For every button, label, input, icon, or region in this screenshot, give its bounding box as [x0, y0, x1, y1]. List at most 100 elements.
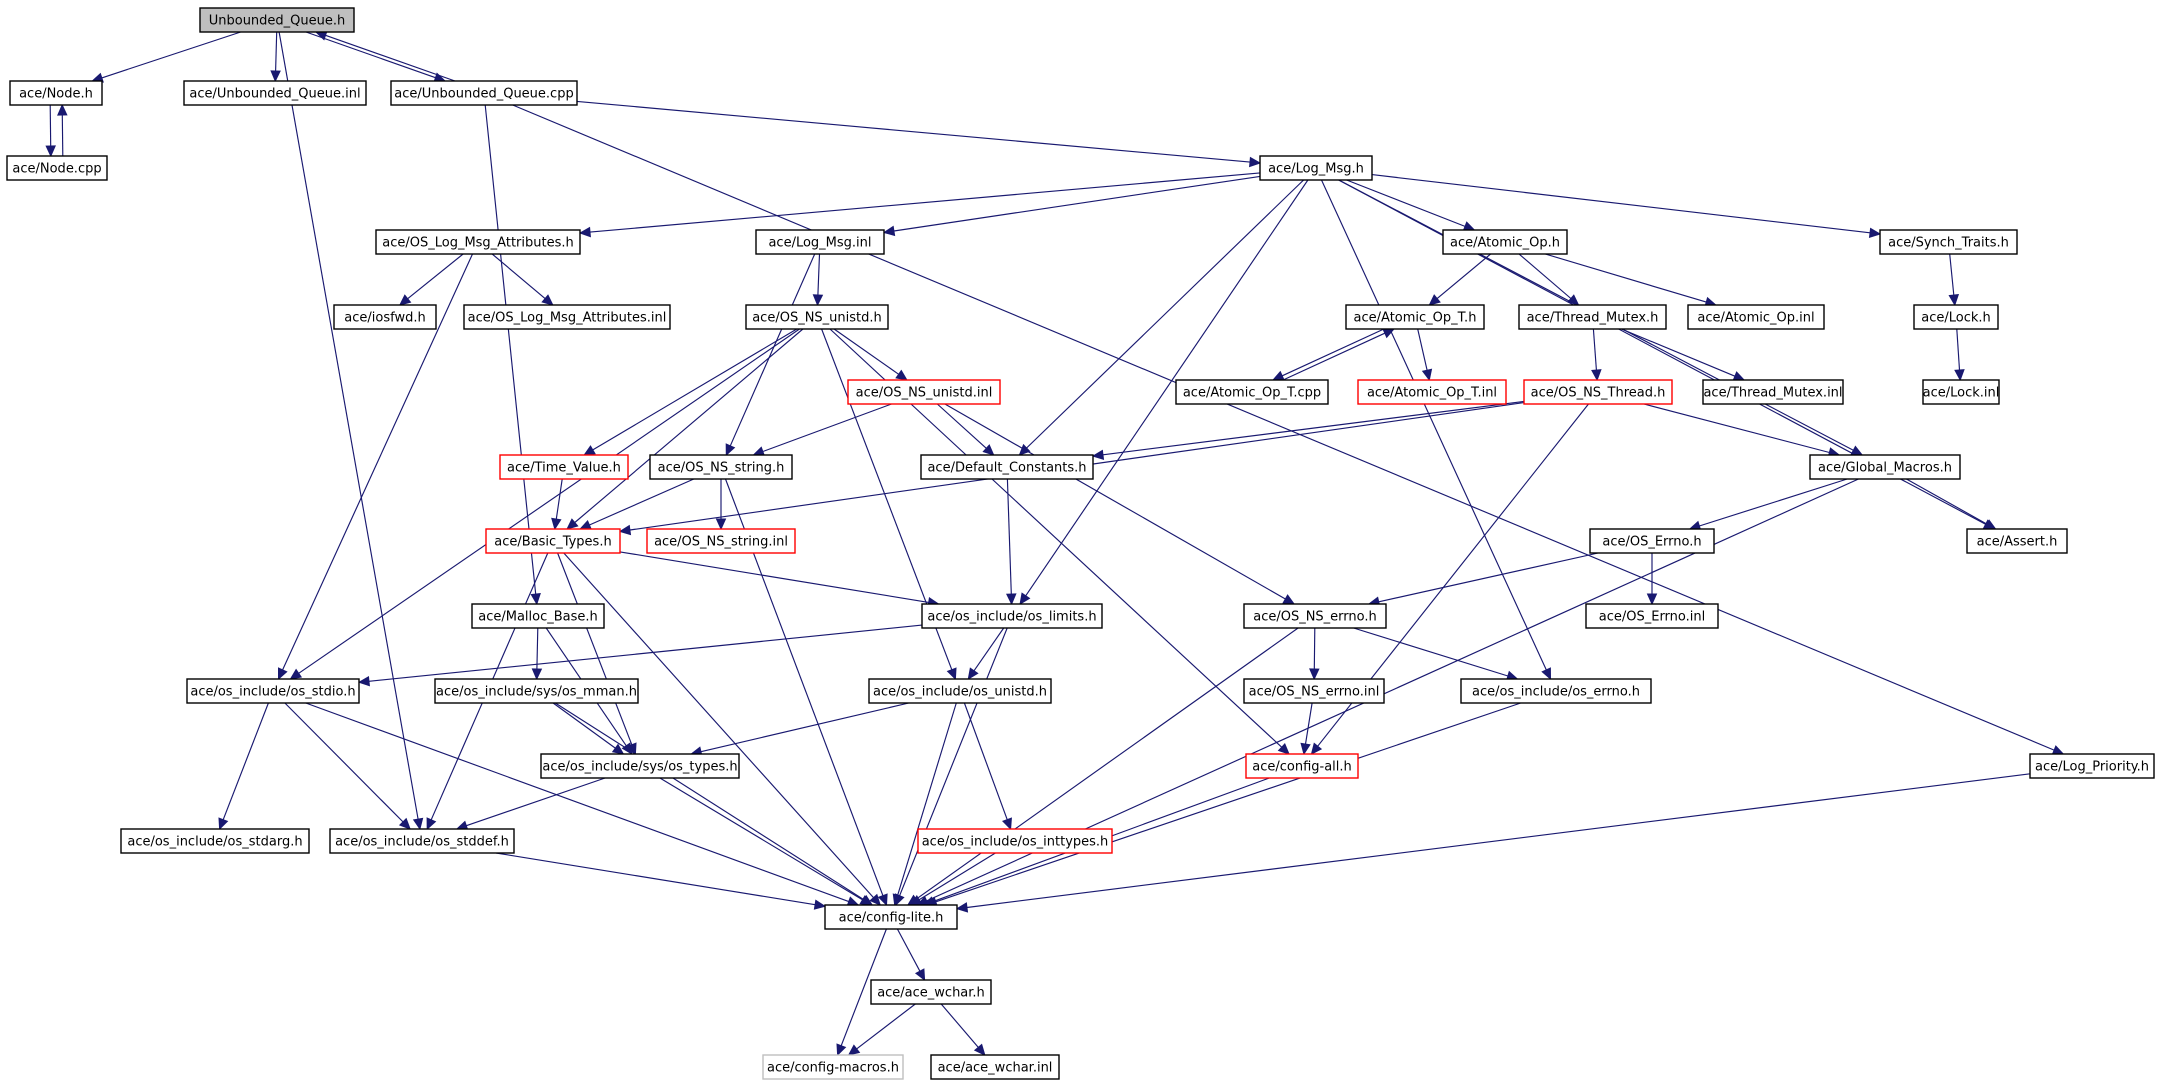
node-box[interactable]	[755, 229, 885, 255]
node-atomic-op-t-inl[interactable]: ace/Atomic_Op_T.inl	[1357, 379, 1507, 405]
node-box[interactable]	[1589, 528, 1715, 554]
node-os-errno-h[interactable]: ace/OS_Errno.h	[1589, 528, 1715, 554]
node-os-ns-errno-h[interactable]: ace/OS_NS_errno.h	[1243, 603, 1387, 629]
node-time-value-h[interactable]: ace/Time_Value.h	[499, 454, 629, 480]
node-box[interactable]	[183, 80, 367, 106]
node-box[interactable]	[1357, 379, 1507, 405]
node-default-constants-h[interactable]: ace/Default_Constants.h	[920, 454, 1094, 480]
node-box[interactable]	[1966, 528, 2068, 554]
node-os-ns-errno-inl[interactable]: ace/OS_NS_errno.inl	[1243, 678, 1385, 704]
node-iosfwd-h[interactable]: ace/iosfwd.h	[333, 304, 437, 330]
node-os-stdarg-h[interactable]: ace/os_include/os_stdarg.h	[120, 828, 310, 854]
node-box[interactable]	[917, 828, 1113, 854]
node-os-ns-thread-h[interactable]: ace/OS_NS_Thread.h	[1523, 379, 1673, 405]
node-box[interactable]	[868, 678, 1052, 704]
node-node-cpp[interactable]: ace/Node.cpp	[6, 155, 108, 181]
node-atomic-op-t-cpp[interactable]: ace/Atomic_Op_T.cpp	[1175, 379, 1329, 405]
node-box[interactable]	[762, 1054, 904, 1080]
node-atomic-op-h[interactable]: ace/Atomic_Op.h	[1442, 229, 1568, 255]
node-lock-h[interactable]: ace/Lock.h	[1913, 304, 1999, 330]
node-box[interactable]	[870, 979, 992, 1005]
node-box[interactable]	[1523, 379, 1673, 405]
node-os-ns-unistd-h[interactable]: ace/OS_NS_unistd.h	[745, 304, 889, 330]
node-box[interactable]	[847, 379, 1001, 405]
node-os-stdio-h[interactable]: ace/os_include/os_stdio.h	[186, 678, 360, 704]
node-box[interactable]	[6, 155, 108, 181]
node-ace-wchar-inl[interactable]: ace/ace_wchar.inl	[930, 1054, 1060, 1080]
node-box[interactable]	[375, 229, 581, 255]
node-synch-traits-h[interactable]: ace/Synch_Traits.h	[1879, 229, 2018, 255]
node-box[interactable]	[920, 454, 1094, 480]
node-os-errno-inl[interactable]: ace/OS_Errno.inl	[1585, 603, 1719, 629]
node-global-macros-h[interactable]: ace/Global_Macros.h	[1809, 454, 1961, 480]
node-thread-mutex-h[interactable]: ace/Thread_Mutex.h	[1518, 304, 1667, 330]
node-box[interactable]	[434, 678, 639, 704]
node-box[interactable]	[930, 1054, 1060, 1080]
node-box[interactable]	[824, 904, 958, 930]
node-box[interactable]	[463, 304, 671, 330]
node-ace-wchar-h[interactable]: ace/ace_wchar.h	[870, 979, 992, 1005]
node-box[interactable]	[499, 454, 629, 480]
node-box[interactable]	[1460, 678, 1652, 704]
node-os-unistd-inc-h[interactable]: ace/os_include/os_unistd.h	[868, 678, 1052, 704]
node-os-lma-h[interactable]: ace/OS_Log_Msg_Attributes.h	[375, 229, 581, 255]
node-log-msg-inl[interactable]: ace/Log_Msg.inl	[755, 229, 885, 255]
node-box[interactable]	[1922, 379, 2000, 405]
node-box[interactable]	[1245, 753, 1359, 779]
node-box[interactable]	[745, 304, 889, 330]
node-box[interactable]	[1442, 229, 1568, 255]
node-assert-h[interactable]: ace/Assert.h	[1966, 528, 2068, 554]
node-node-h[interactable]: ace/Node.h	[9, 80, 103, 106]
node-atomic-op-t-h[interactable]: ace/Atomic_Op_T.h	[1345, 304, 1485, 330]
node-box[interactable]	[329, 828, 515, 854]
node-atomic-op-inl[interactable]: ace/Atomic_Op.inl	[1687, 304, 1825, 330]
node-os-inttypes-h[interactable]: ace/os_include/os_inttypes.h	[917, 828, 1113, 854]
node-malloc-base-h[interactable]: ace/Malloc_Base.h	[471, 603, 605, 629]
node-box[interactable]	[1259, 155, 1373, 181]
node-box[interactable]	[1687, 304, 1825, 330]
node-box[interactable]	[1243, 678, 1385, 704]
node-box[interactable]	[390, 80, 578, 106]
node-box[interactable]	[921, 603, 1103, 629]
node-sys-os-mman-h[interactable]: ace/os_include/sys/os_mman.h	[434, 678, 639, 704]
node-log-priority-h[interactable]: ace/Log_Priority.h	[2029, 753, 2155, 779]
node-box[interactable]	[471, 603, 605, 629]
node-os-inc-errno-h[interactable]: ace/os_include/os_errno.h	[1460, 678, 1652, 704]
node-box[interactable]	[1243, 603, 1387, 629]
node-os-ns-string-h[interactable]: ace/OS_NS_string.h	[649, 454, 793, 480]
node-thread-mutex-inl[interactable]: ace/Thread_Mutex.inl	[1702, 379, 1844, 405]
node-box[interactable]	[1809, 454, 1961, 480]
node-config-lite-h[interactable]: ace/config-lite.h	[824, 904, 958, 930]
node-box[interactable]	[485, 528, 621, 554]
node-box[interactable]	[1175, 379, 1329, 405]
node-box[interactable]	[540, 753, 740, 779]
node-sys-os-types-h[interactable]: ace/os_include/sys/os_types.h	[540, 753, 740, 779]
node-os-limits-h[interactable]: ace/os_include/os_limits.h	[921, 603, 1103, 629]
node-config-macros-h[interactable]: ace/config-macros.h	[762, 1054, 904, 1080]
node-os-lma-inl[interactable]: ace/OS_Log_Msg_Attributes.inl	[463, 304, 671, 330]
node-box[interactable]	[120, 828, 310, 854]
node-config-all-h[interactable]: ace/config-all.h	[1245, 753, 1359, 779]
node-uq-h[interactable]: Unbounded_Queue.h	[199, 7, 355, 33]
node-box[interactable]	[1702, 379, 1844, 405]
node-box[interactable]	[646, 528, 796, 554]
node-log-msg-h[interactable]: ace/Log_Msg.h	[1259, 155, 1373, 181]
node-lock-inl[interactable]: ace/Lock.inl	[1922, 379, 2000, 405]
node-box[interactable]	[199, 7, 355, 33]
node-basic-types-h[interactable]: ace/Basic_Types.h	[485, 528, 621, 554]
node-os-ns-string-inl[interactable]: ace/OS_NS_string.inl	[646, 528, 796, 554]
node-box[interactable]	[9, 80, 103, 106]
node-uq-cpp[interactable]: ace/Unbounded_Queue.cpp	[390, 80, 578, 106]
node-box[interactable]	[1518, 304, 1667, 330]
node-uq-inl[interactable]: ace/Unbounded_Queue.inl	[183, 80, 367, 106]
node-box[interactable]	[1345, 304, 1485, 330]
node-box[interactable]	[1879, 229, 2018, 255]
node-box[interactable]	[333, 304, 437, 330]
node-box[interactable]	[2029, 753, 2155, 779]
node-box[interactable]	[1585, 603, 1719, 629]
node-box[interactable]	[186, 678, 360, 704]
node-box[interactable]	[1913, 304, 1999, 330]
node-os-ns-unistd-inl[interactable]: ace/OS_NS_unistd.inl	[847, 379, 1001, 405]
node-os-stddef-h[interactable]: ace/os_include/os_stddef.h	[329, 828, 515, 854]
node-box[interactable]	[649, 454, 793, 480]
